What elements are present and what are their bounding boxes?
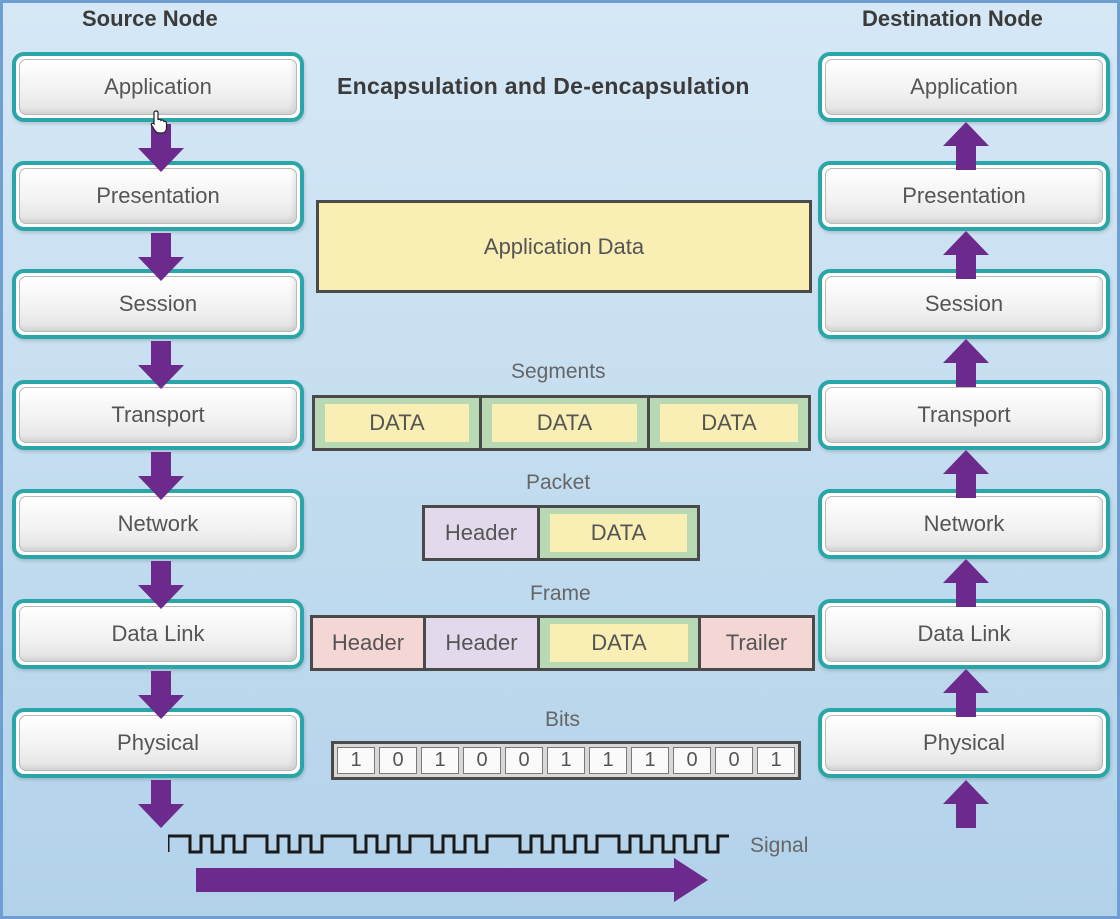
packet-data-block: DATA bbox=[537, 505, 700, 561]
layer-label: Transport bbox=[19, 387, 297, 443]
layer-label: Session bbox=[825, 276, 1103, 332]
segment-data: DATA bbox=[660, 404, 798, 442]
down-arrow-icon bbox=[138, 780, 184, 828]
bits-row: 1 0 1 0 0 1 1 1 0 0 1 bbox=[331, 741, 801, 780]
destination-layer-session[interactable]: Session bbox=[818, 269, 1110, 339]
up-arrow-icon bbox=[943, 780, 989, 828]
frame-header-trailer-start: Header bbox=[310, 615, 426, 671]
up-arrow-icon bbox=[943, 339, 989, 387]
hand-cursor-icon bbox=[150, 110, 168, 134]
segment-block: DATA bbox=[479, 395, 650, 451]
segments-label: Segments bbox=[511, 360, 606, 383]
layer-label: Application bbox=[19, 59, 297, 115]
bit-cell: 0 bbox=[673, 747, 711, 774]
frame-label: Frame bbox=[530, 582, 591, 605]
layer-label: Data Link bbox=[825, 606, 1103, 662]
application-data-block: Application Data bbox=[316, 200, 812, 293]
layer-label: Network bbox=[825, 496, 1103, 552]
destination-layer-presentation[interactable]: Presentation bbox=[818, 161, 1110, 231]
destination-node-title: Destination Node bbox=[862, 6, 1043, 31]
layer-label: Physical bbox=[825, 715, 1103, 771]
bit-cell: 1 bbox=[589, 747, 627, 774]
bit-cell: 1 bbox=[757, 747, 795, 774]
source-layer-transport[interactable]: Transport bbox=[12, 380, 304, 450]
segment-block: DATA bbox=[312, 395, 482, 451]
source-node-title: Source Node bbox=[82, 6, 218, 31]
frame-data-block: DATA bbox=[537, 615, 701, 671]
layer-label: Session bbox=[19, 276, 297, 332]
segment-block: DATA bbox=[647, 395, 811, 451]
up-arrow-icon bbox=[943, 669, 989, 717]
layer-label: Network bbox=[19, 496, 297, 552]
bit-cell: 1 bbox=[547, 747, 585, 774]
destination-layer-data-link[interactable]: Data Link bbox=[818, 599, 1110, 669]
frame-trailer: Trailer bbox=[698, 615, 815, 671]
destination-layer-network[interactable]: Network bbox=[818, 489, 1110, 559]
bit-cell: 1 bbox=[337, 747, 375, 774]
bit-cell: 0 bbox=[505, 747, 543, 774]
down-arrow-icon bbox=[138, 233, 184, 281]
bit-cell: 0 bbox=[463, 747, 501, 774]
layer-label: Presentation bbox=[825, 168, 1103, 224]
layer-label: Transport bbox=[825, 387, 1103, 443]
bit-cell: 1 bbox=[421, 747, 459, 774]
source-layer-data-link[interactable]: Data Link bbox=[12, 599, 304, 669]
right-arrow-icon bbox=[196, 858, 708, 902]
layer-label: Presentation bbox=[19, 168, 297, 224]
source-layer-presentation[interactable]: Presentation bbox=[12, 161, 304, 231]
down-arrow-icon bbox=[138, 452, 184, 500]
down-arrow-icon bbox=[138, 341, 184, 389]
down-arrow-icon bbox=[138, 561, 184, 609]
packet-label: Packet bbox=[526, 471, 591, 494]
up-arrow-icon bbox=[943, 450, 989, 498]
down-arrow-icon bbox=[138, 124, 184, 172]
frame-data: DATA bbox=[550, 624, 688, 662]
source-layer-session[interactable]: Session bbox=[12, 269, 304, 339]
frame-row: Header Header DATA Trailer bbox=[310, 615, 815, 671]
segments-row: DATA DATA DATA bbox=[312, 395, 811, 451]
source-layer-physical[interactable]: Physical bbox=[12, 708, 304, 778]
layer-label: Application bbox=[825, 59, 1103, 115]
frame-packet-header: Header bbox=[423, 615, 540, 671]
layer-label: Physical bbox=[19, 715, 297, 771]
bit-cell: 0 bbox=[715, 747, 753, 774]
layer-label: Data Link bbox=[19, 606, 297, 662]
down-arrow-icon bbox=[138, 671, 184, 719]
packet-data: DATA bbox=[550, 514, 687, 552]
up-arrow-icon bbox=[943, 231, 989, 279]
signal-label: Signal bbox=[750, 834, 809, 857]
signal-waveform-icon bbox=[168, 834, 729, 854]
source-layer-network[interactable]: Network bbox=[12, 489, 304, 559]
up-arrow-icon bbox=[943, 122, 989, 170]
bits-label: Bits bbox=[545, 708, 581, 731]
segment-data: DATA bbox=[325, 404, 469, 442]
segment-data: DATA bbox=[492, 404, 637, 442]
packet-row: Header DATA bbox=[422, 505, 700, 561]
up-arrow-icon bbox=[943, 559, 989, 607]
bit-cell: 1 bbox=[631, 747, 669, 774]
destination-layer-physical[interactable]: Physical bbox=[818, 708, 1110, 778]
diagram-title: Encapsulation and De-encapsulation bbox=[337, 73, 750, 99]
bit-cell: 0 bbox=[379, 747, 417, 774]
packet-header: Header bbox=[422, 505, 540, 561]
destination-layer-application[interactable]: Application bbox=[818, 52, 1110, 122]
destination-layer-transport[interactable]: Transport bbox=[818, 380, 1110, 450]
